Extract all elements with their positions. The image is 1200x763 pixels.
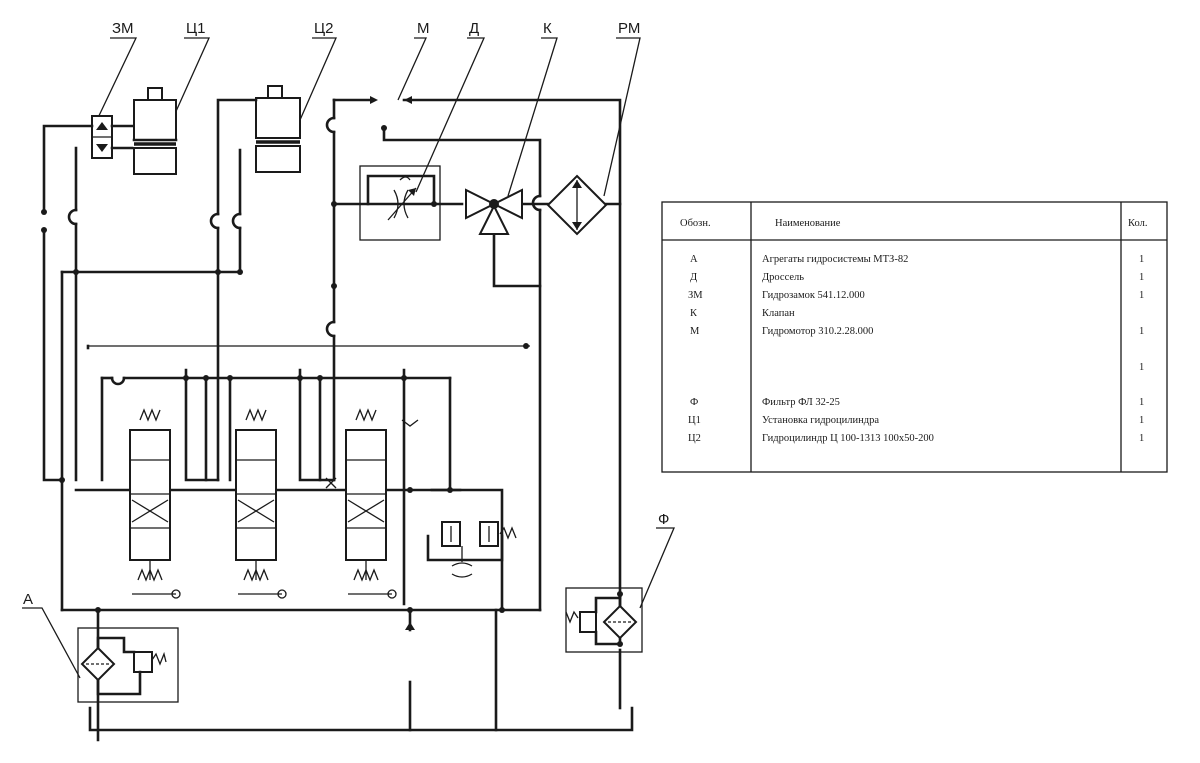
table-row-qty: 1 (1139, 272, 1144, 283)
table-row-code: А (690, 254, 698, 265)
label-k: К (543, 20, 552, 37)
table-row-code: Ф (690, 397, 698, 408)
table-row-name: Гидромотор 310.2.28.000 (762, 326, 873, 337)
table-row-qty: 1 (1139, 290, 1144, 301)
hydraulic-lock-zm (91, 115, 113, 159)
heat-exchanger-rm (546, 174, 608, 236)
table-row-qty: 1 (1139, 254, 1144, 265)
distributor-section-2 (235, 408, 287, 599)
callout-labels: ЗМ Ц1 Ц2 М Д К РМ А Ф (23, 20, 669, 608)
specification-table: Обозн. Наименование Кол. А Агрегаты гидр… (661, 201, 1168, 473)
table-row-code: Ц2 (688, 433, 701, 444)
table-header-qty: Кол. (1128, 218, 1147, 229)
table-row-name: Дроссель (762, 272, 804, 283)
table-row-code: ЗМ (688, 290, 703, 301)
table-row-code: Ц1 (688, 415, 701, 426)
table-header-code: Обозн. (680, 218, 711, 229)
pump-unit-a (77, 627, 179, 703)
table-row-name: Фильтр ФЛ 32-25 (762, 397, 840, 408)
table-row-qty: 1 (1139, 397, 1144, 408)
table-row-code: Д (690, 272, 697, 283)
table-row-code: К (690, 308, 698, 319)
table-row-qty: 1 (1139, 433, 1144, 444)
distributor-section-3 (325, 408, 419, 599)
relief-valve-block (426, 521, 517, 578)
label-f: Ф (658, 511, 669, 528)
table-row-qty: 1 (1139, 362, 1144, 373)
table-row-qty: 1 (1139, 415, 1144, 426)
valve-k (465, 188, 523, 235)
label-c2: Ц2 (314, 20, 333, 37)
label-a: А (23, 591, 33, 608)
cylinder-c1 (132, 87, 178, 175)
table-row-name: Гидрозамок 541.12.000 (762, 290, 865, 301)
piping (42, 96, 634, 742)
table-row-code: М (690, 326, 700, 337)
label-d: Д (469, 20, 479, 37)
table-row-name: Агрегаты гидросистемы МТЗ-82 (762, 254, 908, 265)
label-rm: РМ (618, 20, 640, 37)
label-c1: Ц1 (186, 20, 205, 37)
throttle-d (359, 165, 441, 241)
label-m: М (417, 20, 430, 37)
label-zm: ЗМ (112, 20, 134, 37)
distributor-section-1 (129, 408, 181, 599)
filter-f (565, 587, 643, 653)
junctions (41, 125, 623, 647)
table-rows: А Агрегаты гидросистемы МТЗ-82 1 Д Дросс… (688, 254, 1144, 444)
cylinder-c2 (255, 85, 301, 173)
leader-lines (22, 37, 675, 679)
table-row-qty: 1 (1139, 326, 1144, 337)
table-row-name: Гидроцилиндр Ц 100-1313 100х50-200 (762, 433, 934, 444)
table-header-name: Наименование (775, 218, 841, 229)
table-row-name: Клапан (762, 308, 795, 319)
table-row-name: Установка гидроцилиндра (762, 415, 879, 426)
